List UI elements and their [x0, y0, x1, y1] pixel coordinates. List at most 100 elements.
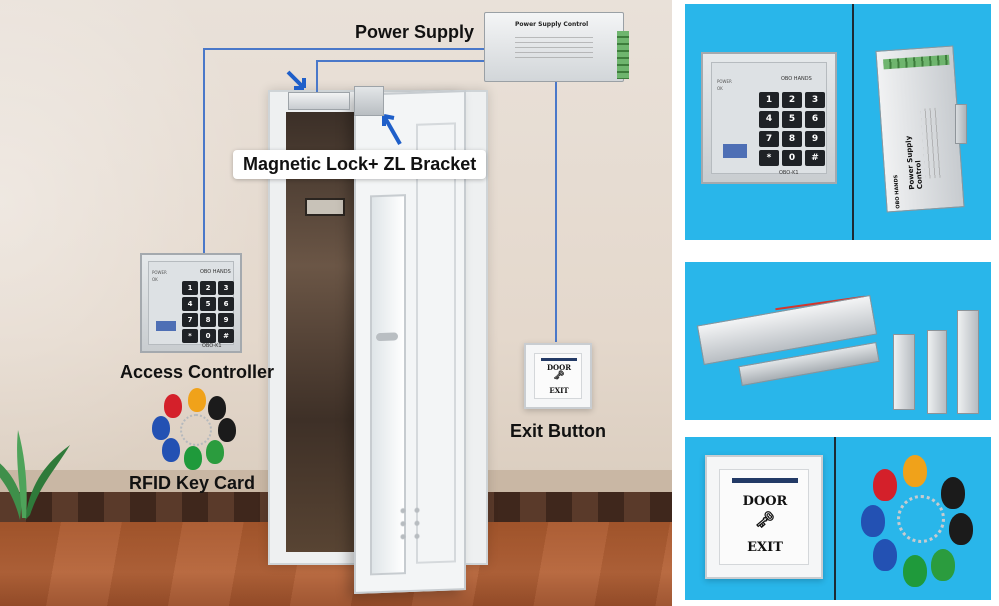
key-0: 0 — [782, 149, 802, 166]
key-0: 0 — [200, 329, 216, 343]
l-bracket-tall — [957, 310, 979, 414]
key-2: 2 — [782, 92, 802, 109]
wire-controller — [203, 48, 205, 258]
label-magnetic-lock: Magnetic Lock+ ZL Bracket — [233, 150, 487, 179]
arrow-icon — [382, 114, 402, 145]
door-vent — [396, 503, 426, 545]
keypad-model: OBO-K1 — [202, 343, 222, 349]
key-ring — [180, 414, 212, 446]
key-7: 7 — [759, 130, 779, 147]
wire-lock-drop — [316, 60, 318, 92]
keypad-brand: OBO HANDS — [781, 76, 812, 82]
key-fob-blue — [861, 505, 885, 537]
key-5: 5 — [782, 111, 802, 128]
key-1: 1 — [182, 281, 198, 295]
psu-brand: OBO HANDS — [893, 174, 902, 209]
key-fob-black — [218, 418, 236, 442]
wire-exit — [555, 82, 557, 342]
plant-decoration — [0, 430, 70, 520]
exit-button-device: DOOR 🗝 EXIT — [524, 343, 592, 409]
keypad-model: OBO-K1 — [779, 170, 799, 176]
key-fob-blue — [152, 416, 170, 440]
product-power-supply: Power Supply Control OBO HANDS — [875, 45, 965, 213]
psu-spec-lines — [920, 107, 944, 179]
terminal-block — [883, 54, 950, 70]
key-fob-orange — [188, 388, 206, 412]
ceiling-light — [305, 198, 345, 216]
key-fob-black — [208, 396, 226, 420]
key-fob-green — [206, 440, 224, 464]
key-ring — [897, 495, 945, 543]
exit-button-face: DOOR 🗝 EXIT — [534, 353, 582, 399]
key-8: 8 — [200, 313, 216, 327]
exit-exit-text: EXIT — [747, 540, 783, 555]
exit-exit-text: EXIT — [549, 386, 569, 395]
key-2: 2 — [200, 281, 216, 295]
panel-divider — [834, 437, 836, 600]
key-star: * — [759, 149, 779, 166]
panel-divider — [852, 4, 854, 240]
key-9: 9 — [218, 313, 234, 327]
power-supply-unit: Power Supply Control — [484, 12, 629, 82]
led-power-label: POWER — [717, 79, 732, 84]
wire-lock-run — [316, 60, 486, 62]
key-fob-blue — [162, 438, 180, 462]
mounting-ear — [955, 104, 967, 144]
product-panel-maglock — [685, 262, 991, 420]
key-4: 4 — [182, 297, 198, 311]
key-fob-red — [164, 394, 182, 418]
led-power-label: POWER — [152, 270, 167, 275]
key-3: 3 — [218, 281, 234, 295]
rfid-reader-icon — [156, 321, 176, 331]
rfid-key-fobs — [150, 388, 242, 470]
key-8: 8 — [782, 130, 802, 147]
key-star: * — [182, 329, 198, 343]
key-9: 9 — [805, 130, 825, 147]
key-fob-red — [873, 469, 897, 501]
key-icon: 🗝 — [553, 371, 565, 381]
exit-door-text: DOOR — [546, 363, 572, 372]
key-5: 5 — [200, 297, 216, 311]
door-panel — [416, 122, 456, 564]
led-ok-label: OK — [717, 86, 723, 91]
key-grid: 1 2 3 4 5 6 7 8 9 * 0 # — [759, 92, 825, 166]
psu-title: Power Supply Control — [515, 21, 589, 28]
label-access-controller: Access Controller — [120, 362, 275, 382]
exit-door-text: DOOR — [742, 494, 788, 509]
key-fob-green — [184, 446, 202, 470]
psu-spec-lines — [515, 33, 593, 59]
wire-top-run — [203, 48, 485, 50]
key-hash: # — [805, 149, 825, 166]
product-panel-exit-fobs: DOOR 🗝 EXIT — [685, 437, 991, 600]
label-power-supply: Power Supply — [355, 22, 475, 42]
exit-button-face: DOOR 🗝 EXIT — [719, 469, 809, 565]
key-6: 6 — [218, 297, 234, 311]
product-panel-keypad-psu: POWER OK OBO HANDS 1 2 3 4 5 6 7 8 9 * 0 … — [685, 4, 991, 240]
label-exit-button: Exit Button — [510, 421, 606, 441]
key-4: 4 — [759, 111, 779, 128]
key-7: 7 — [182, 313, 198, 327]
key-1: 1 — [759, 92, 779, 109]
key-6: 6 — [805, 111, 825, 128]
door-handle — [376, 332, 398, 342]
key-fob-green — [903, 555, 927, 587]
arrow-icon — [286, 70, 306, 90]
product-exit-button: DOOR 🗝 EXIT — [705, 455, 823, 579]
exit-button-bar — [541, 358, 577, 361]
l-bracket — [927, 330, 947, 414]
key-grid: 1 2 3 4 5 6 7 8 9 * 0 # — [182, 281, 234, 343]
product-key-fobs — [857, 451, 981, 591]
exit-button-bar — [732, 478, 798, 483]
terminal-block — [617, 31, 629, 79]
keypad-brand: OBO HANDS — [200, 269, 231, 275]
wall-light — [0, 0, 260, 505]
key-3: 3 — [805, 92, 825, 109]
key-fob-black — [941, 477, 965, 509]
key-icon: 🗝 — [754, 510, 776, 529]
z-bracket — [893, 334, 915, 410]
key-fob-blue — [873, 539, 897, 571]
